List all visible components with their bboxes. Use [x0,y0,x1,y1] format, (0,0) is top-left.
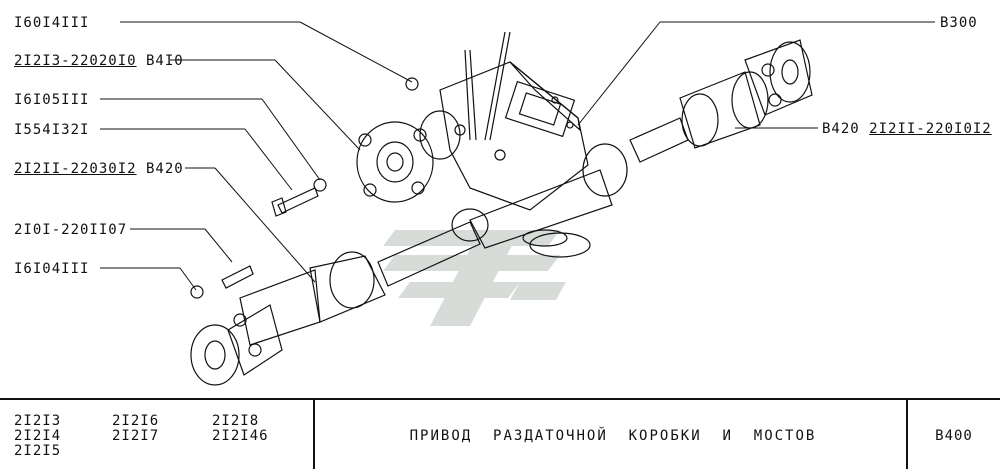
callout-c6: 2I0I-220II07 [14,222,127,238]
callout-sheet-ref: B420 [822,121,870,137]
exploded-drawing [100,21,935,386]
models-col-2: 2I2I6 2I2I7 [112,414,159,444]
rear-driveshaft [469,39,813,249]
models-col-1: 2I2I3 2I2I4 2I2I5 [14,414,61,459]
callout-text: I6I05III [14,92,90,108]
leader-lines [100,21,935,291]
model-number: 2I2I6 [112,413,160,429]
model-number: 2I2I5 [14,443,62,459]
model-number: 2I2I8 [212,413,260,429]
callout-c5: 2I2II-22030I2 B420 [14,161,184,177]
divider [906,400,908,469]
callout-c4: I554I32I [14,122,89,138]
diagram-canvas: I60I4III 2I2I3-22020I0 B4I0 I6I05III I55… [14,15,992,386]
models-col-3: 2I2I8 2I2I46 [212,414,269,444]
model-number: 2I2I7 [112,428,160,444]
callout-text: I60I4III [14,15,90,31]
sheet-code: B400 [935,428,973,444]
callout-sheet-ref: B420 [136,161,184,177]
model-number: 2I2I3 [14,413,62,429]
model-number: 2I2I46 [212,428,269,444]
sheet-title: ПРИВОД РАЗДАТОЧНОЙ КОРОБКИ И МОСТОВ [409,428,817,444]
watermark-logo [383,230,566,326]
title-block: 2I2I3 2I2I4 2I2I5 2I2I6 2I2I7 2I2I8 2I2I… [0,398,1000,469]
callout-c8: B300 [940,15,978,31]
fasteners [190,178,327,299]
transfer-case [439,31,591,258]
callout-text: I6I04III [14,261,90,277]
callout-sheet-ref: B4I0 [136,53,184,69]
callout-c1: I60I4III [14,15,89,31]
elastic-coupling [356,77,461,203]
callout-part-number: 2I2II-22030I2 [14,161,137,177]
callout-c9: B420 2I2II-220I0I2 [822,121,992,137]
model-number: 2I2I4 [14,428,62,444]
divider [313,400,315,469]
callout-text: 2I0I-220II07 [14,222,128,238]
callout-c3: I6I05III [14,92,89,108]
callout-c7: I6I04III [14,261,89,277]
callout-c2: 2I2I3-22020I0 B4I0 [14,53,184,69]
callout-part-number: 2I2I3-22020I0 [14,53,137,69]
callout-text: B300 [940,15,978,31]
front-driveshaft [190,208,489,386]
callout-part-number: 2I2II-220I0I2 [869,121,992,137]
callout-text: I554I32I [14,122,90,138]
